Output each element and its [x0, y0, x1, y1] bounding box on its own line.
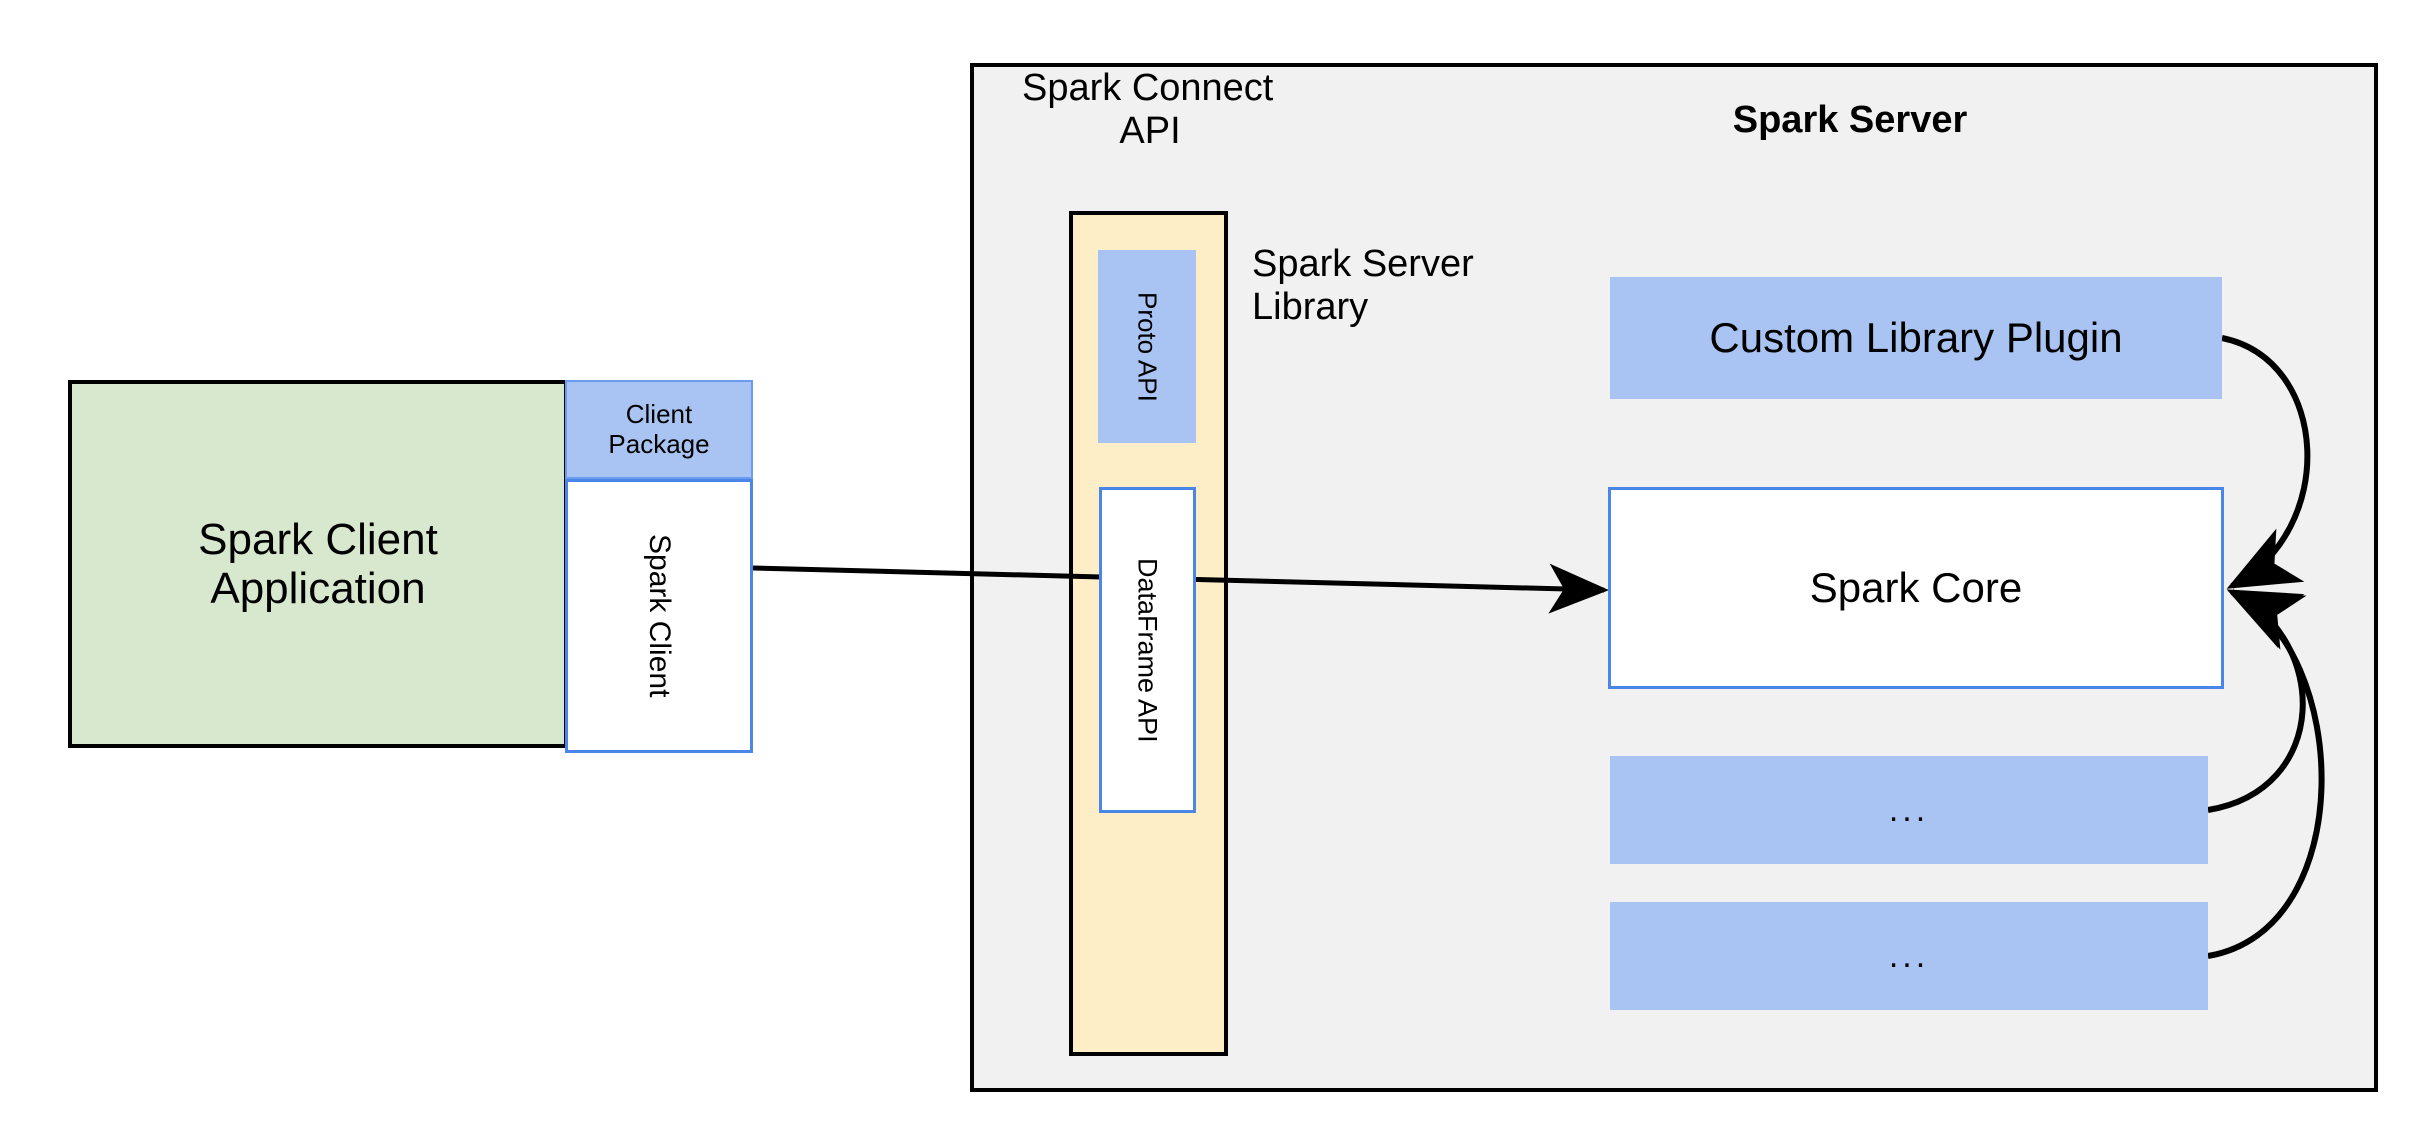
spark-server-library-line-2: Library [1252, 286, 1369, 328]
client-package-line-1: Client [625, 399, 693, 430]
spark-client-box: Spark Client [565, 479, 753, 753]
spark-client-application-line-2: Application [210, 564, 426, 613]
spark-server-library-line-1: Spark Server [1252, 243, 1474, 286]
spark-connect-api-line-2: API [1119, 110, 1181, 152]
spark-client-application-line-1: Spark Client [198, 514, 438, 564]
spark-client-label: Spark Client [642, 534, 676, 698]
spark-server-library-label: Spark Server Library [1252, 240, 1552, 332]
client-package-line-2: Package [608, 428, 710, 459]
etc-box-2: ... [1610, 902, 2208, 1010]
dataframe-api-box: DataFrame API [1099, 487, 1196, 813]
spark-client-application-box: Spark Client Application [68, 380, 568, 748]
spark-connect-api-line-1: Spark Connect [1022, 67, 1274, 110]
dataframe-api-label: DataFrame API [1132, 557, 1163, 743]
custom-library-plugin-box: Custom Library Plugin [1610, 277, 2222, 399]
spark-core-box: Spark Core [1608, 487, 2224, 689]
spark-server-title: Spark Server [1732, 98, 1968, 141]
proto-api-label: Proto API [1132, 291, 1163, 402]
etc-box-1: ... [1610, 756, 2208, 864]
proto-api-box: Proto API [1098, 250, 1196, 443]
client-package-box: Client Package [565, 380, 753, 479]
spark-connect-api-label: Spark Connect API [1000, 64, 1300, 156]
